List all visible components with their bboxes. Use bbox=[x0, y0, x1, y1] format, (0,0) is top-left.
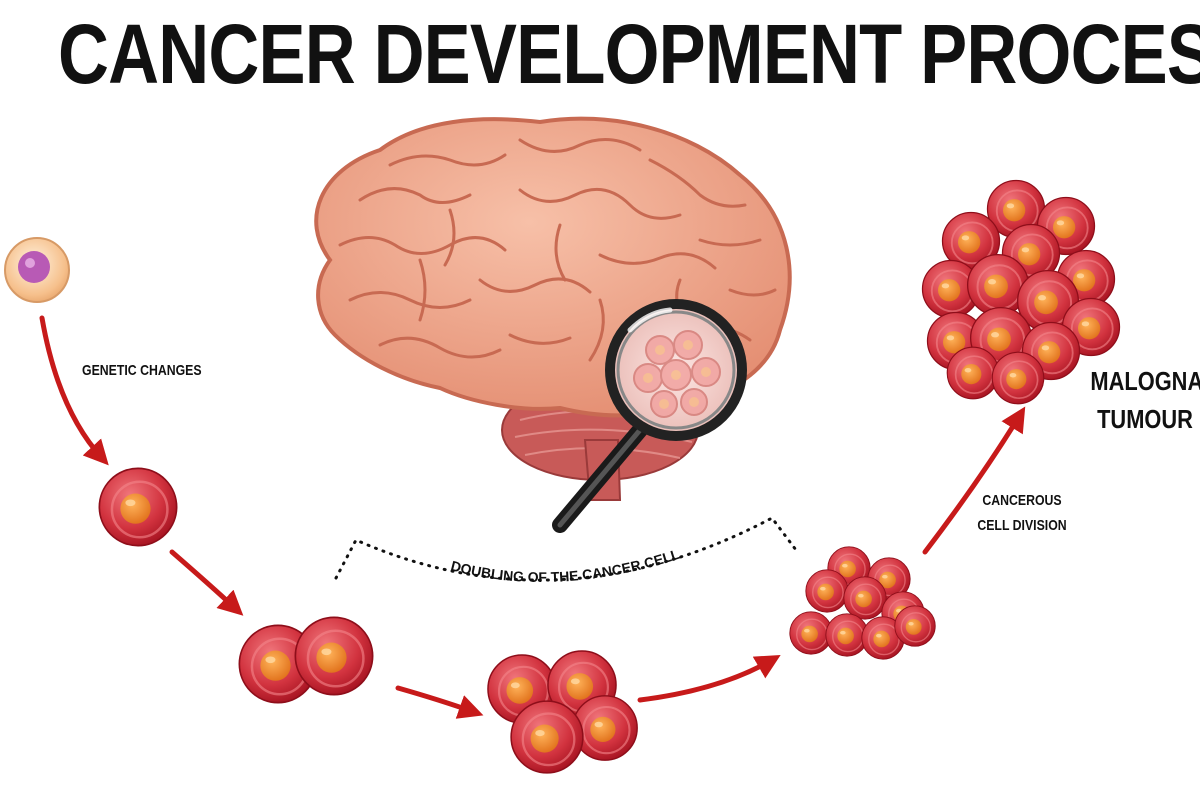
malignant-tumour-cluster bbox=[921, 179, 1121, 405]
brain-illustration bbox=[314, 116, 792, 501]
normal-cell bbox=[4, 237, 70, 303]
arrow-4 bbox=[637, 655, 781, 703]
arrow-3 bbox=[395, 685, 484, 719]
arrow-1 bbox=[39, 315, 109, 466]
magnifying-glass-icon bbox=[552, 299, 747, 533]
cancer-cells-two bbox=[238, 616, 374, 704]
label-division-line1: CANCEROUS bbox=[982, 492, 1062, 509]
label-malignant-tumour: MALOGNAN TUMOUR bbox=[1090, 362, 1200, 438]
label-malignant-line1: MALOGNAN bbox=[1090, 366, 1200, 396]
arrow-2 bbox=[169, 549, 244, 616]
label-genetic-changes: GENETIC CHANGES bbox=[82, 362, 202, 379]
arrow-5 bbox=[922, 406, 1026, 555]
cancer-cell-single bbox=[98, 467, 178, 547]
process-arrows bbox=[39, 315, 1026, 719]
dotted-bracket bbox=[334, 516, 798, 582]
cancer-cells-four bbox=[486, 649, 639, 775]
label-cancerous-cell-division: CANCEROUS CELL DIVISION bbox=[965, 488, 1080, 538]
label-malignant-line2: TUMOUR bbox=[1097, 404, 1193, 434]
label-doubling: DOUBLING OF THE CANCER CELL bbox=[449, 546, 682, 585]
cancer-cell-cluster bbox=[789, 546, 936, 660]
label-division-line2: CELL DIVISION bbox=[977, 517, 1067, 534]
